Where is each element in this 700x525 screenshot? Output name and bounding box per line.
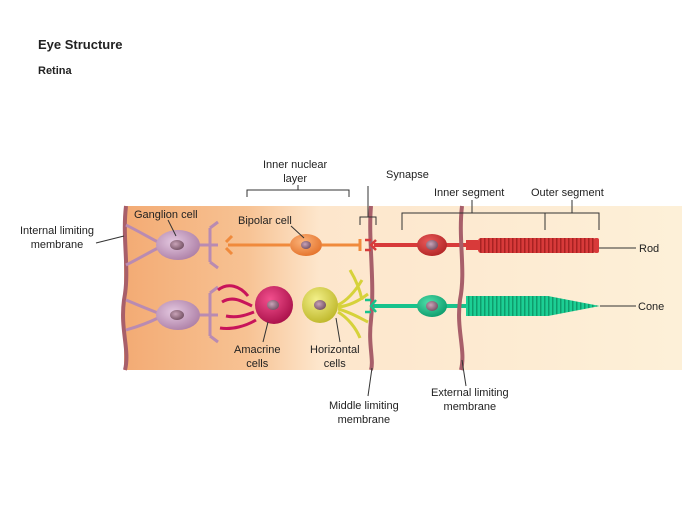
label-middle-limiting-membrane: Middle limiting membrane — [329, 400, 399, 426]
horizontal-cell — [302, 269, 369, 339]
rod-cell — [374, 234, 599, 256]
label-ganglion-cell: Ganglion cell — [134, 209, 198, 221]
ganglion-cell-top — [125, 220, 219, 270]
label-amacrine-cells: Amacrine cells — [234, 344, 281, 370]
cone-cell — [374, 295, 600, 317]
external-limiting-membrane — [457, 205, 465, 371]
middle-limiting-membrane — [368, 205, 375, 371]
label-horizontal-cells: Horizontal cells — [310, 344, 360, 370]
cone-synapse — [365, 298, 377, 314]
label-rod: Rod — [639, 243, 660, 255]
amacrine-cell — [217, 284, 293, 330]
label-internal-limiting-membrane: Internal limiting membrane — [20, 225, 94, 251]
label-external-limiting-membrane: External limiting membrane — [431, 387, 509, 413]
label-inner-nuclear-layer: Inner nuclear layer — [263, 159, 328, 185]
ganglion-cell-bottom — [125, 285, 219, 344]
rod-synapse — [365, 238, 377, 252]
inner-nuclear-layer-bracket — [246, 189, 350, 197]
page-subtitle: Retina — [38, 65, 72, 77]
label-bipolar-cell: Bipolar cell — [238, 215, 292, 227]
internal-limiting-membrane — [121, 205, 129, 371]
bipolar-cell — [224, 234, 362, 256]
label-cone: Cone — [638, 301, 665, 313]
label-outer-segment: Outer segment — [531, 187, 604, 199]
page-title: Eye Structure — [38, 37, 123, 52]
label-inner-segment: Inner segment — [434, 187, 505, 199]
retina-tissue — [124, 206, 682, 370]
label-synapse: Synapse — [386, 169, 429, 181]
